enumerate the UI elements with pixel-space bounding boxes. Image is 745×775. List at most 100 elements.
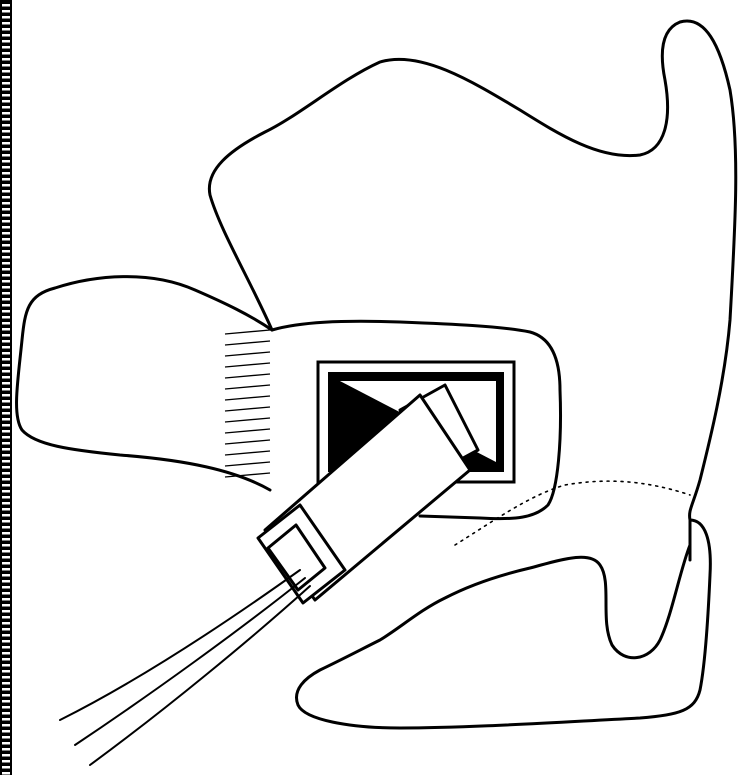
hatch-line bbox=[225, 385, 270, 389]
ruler-tick bbox=[2, 412, 10, 415]
ruler-tick bbox=[2, 628, 10, 631]
ruler-tick bbox=[2, 574, 10, 577]
ruler-tick bbox=[2, 304, 10, 307]
ruler-tick bbox=[2, 358, 10, 361]
hatch-line bbox=[225, 374, 270, 378]
ruler-tick bbox=[2, 760, 10, 763]
ruler-tick bbox=[2, 658, 10, 661]
ruler-tick bbox=[2, 160, 10, 163]
hatch-line bbox=[225, 451, 270, 455]
ruler-tick bbox=[2, 346, 10, 349]
ruler-tick bbox=[2, 262, 10, 265]
ruler-tick bbox=[2, 16, 10, 19]
ruler-tick bbox=[2, 10, 10, 13]
ruler-tick bbox=[2, 466, 10, 469]
ruler-tick bbox=[2, 124, 10, 127]
ruler-tick bbox=[2, 100, 10, 103]
ruler-tick bbox=[2, 202, 10, 205]
ruler-tick bbox=[2, 652, 10, 655]
ruler-tick bbox=[2, 64, 10, 67]
ruler-tick bbox=[2, 58, 10, 61]
ruler-tick bbox=[2, 424, 10, 427]
ruler-tick bbox=[2, 82, 10, 85]
ruler-tick bbox=[2, 730, 10, 733]
tongue-hatching bbox=[225, 330, 270, 477]
ruler-tick bbox=[2, 196, 10, 199]
ruler-tick bbox=[2, 598, 10, 601]
ruler-tick bbox=[2, 622, 10, 625]
ruler-tick bbox=[2, 670, 10, 673]
hatch-line bbox=[225, 341, 270, 345]
ruler-tick bbox=[2, 370, 10, 373]
ruler-tick bbox=[2, 532, 10, 535]
ruler-tick bbox=[2, 88, 10, 91]
ruler-tick bbox=[2, 382, 10, 385]
ruler-tick bbox=[2, 544, 10, 547]
ruler-tick bbox=[2, 148, 10, 151]
ruler-tick bbox=[2, 286, 10, 289]
ruler-tick bbox=[2, 748, 10, 751]
ruler-tick bbox=[2, 454, 10, 457]
ruler-tick bbox=[2, 640, 10, 643]
ruler-tick bbox=[2, 118, 10, 121]
ruler-tick bbox=[2, 52, 10, 55]
ruler-tick bbox=[2, 112, 10, 115]
ruler-tick bbox=[2, 388, 10, 391]
ruler-tick bbox=[2, 550, 10, 553]
ruler-tick bbox=[2, 40, 10, 43]
ruler-tick bbox=[2, 556, 10, 559]
ruler-tick bbox=[2, 484, 10, 487]
ruler-tick bbox=[2, 712, 10, 715]
ruler-tick bbox=[2, 226, 10, 229]
ruler-tick bbox=[2, 334, 10, 337]
ruler-tick bbox=[2, 430, 10, 433]
ruler-tick bbox=[2, 676, 10, 679]
ruler-tick bbox=[2, 184, 10, 187]
ruler-tick bbox=[2, 310, 10, 313]
ruler-tick bbox=[2, 754, 10, 757]
ruler-tick bbox=[2, 340, 10, 343]
dotted-gum-line bbox=[455, 481, 690, 545]
ruler-tick bbox=[2, 742, 10, 745]
ruler-tick bbox=[2, 328, 10, 331]
ruler-tick bbox=[2, 448, 10, 451]
hatch-line bbox=[225, 352, 270, 356]
ruler-tick bbox=[2, 580, 10, 583]
hatch-line bbox=[225, 440, 270, 444]
hatch-line bbox=[225, 429, 270, 433]
ruler-tick bbox=[2, 274, 10, 277]
ruler-tick bbox=[2, 136, 10, 139]
ruler-tick bbox=[2, 28, 10, 31]
ruler-tick bbox=[2, 220, 10, 223]
hatch-line bbox=[225, 330, 270, 334]
ruler-tick bbox=[2, 352, 10, 355]
ruler-tick bbox=[2, 214, 10, 217]
ruler-tick bbox=[2, 238, 10, 241]
ruler-tick bbox=[2, 322, 10, 325]
ruler-tick bbox=[2, 208, 10, 211]
ruler-tick bbox=[2, 172, 10, 175]
hatch-line bbox=[225, 462, 270, 466]
ruler-tick bbox=[2, 496, 10, 499]
ruler-tick bbox=[2, 610, 10, 613]
ruler-tick bbox=[2, 34, 10, 37]
ruler-tick bbox=[2, 364, 10, 367]
ruler-tick bbox=[2, 418, 10, 421]
ruler-tick bbox=[2, 508, 10, 511]
ruler-tick bbox=[2, 682, 10, 685]
ruler-tick bbox=[2, 520, 10, 523]
ruler-tick bbox=[2, 76, 10, 79]
ruler-tick bbox=[2, 562, 10, 565]
upper-jaw-outline bbox=[209, 21, 735, 560]
ruler-tick bbox=[2, 280, 10, 283]
ruler-tick bbox=[2, 178, 10, 181]
ruler-tick bbox=[2, 298, 10, 301]
ruler-tick bbox=[2, 4, 10, 7]
ruler-tick bbox=[2, 718, 10, 721]
ruler-tick bbox=[2, 130, 10, 133]
ruler-tick bbox=[2, 268, 10, 271]
ruler-tick bbox=[2, 694, 10, 697]
ruler-tick bbox=[2, 664, 10, 667]
ruler-tick bbox=[2, 376, 10, 379]
ruler-tick bbox=[2, 616, 10, 619]
